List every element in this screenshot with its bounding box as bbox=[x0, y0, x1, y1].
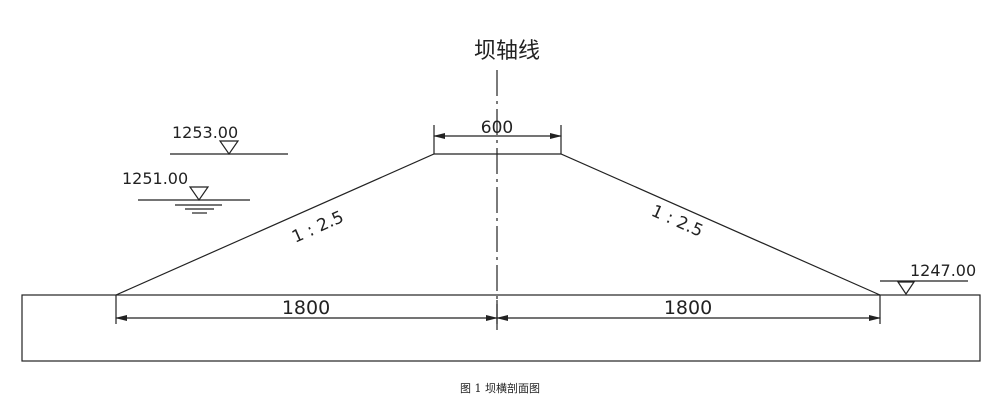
base-right-label: 1800 bbox=[664, 297, 712, 319]
slope-right-label: 1 : 2.5 bbox=[648, 201, 706, 241]
elev-ground-label: 1247.00 bbox=[910, 261, 976, 280]
foundation-block bbox=[21, 294, 981, 362]
elev-water-label: 1251.00 bbox=[122, 169, 188, 188]
dam-axis-label: 坝轴线 bbox=[474, 39, 540, 64]
slope-left-label: 1 : 2.5 bbox=[289, 207, 347, 247]
base-left-label: 1800 bbox=[282, 297, 330, 319]
elev-water-marker bbox=[188, 186, 210, 202]
elev-top-label: 1253.00 bbox=[172, 123, 238, 142]
elev-ground-marker bbox=[896, 281, 916, 296]
figure-caption: 图 1 坝横剖面图 bbox=[460, 381, 540, 395]
elev-top-marker bbox=[218, 140, 240, 156]
crest-width-label: 600 bbox=[481, 118, 513, 138]
dam-profile bbox=[115, 153, 881, 296]
